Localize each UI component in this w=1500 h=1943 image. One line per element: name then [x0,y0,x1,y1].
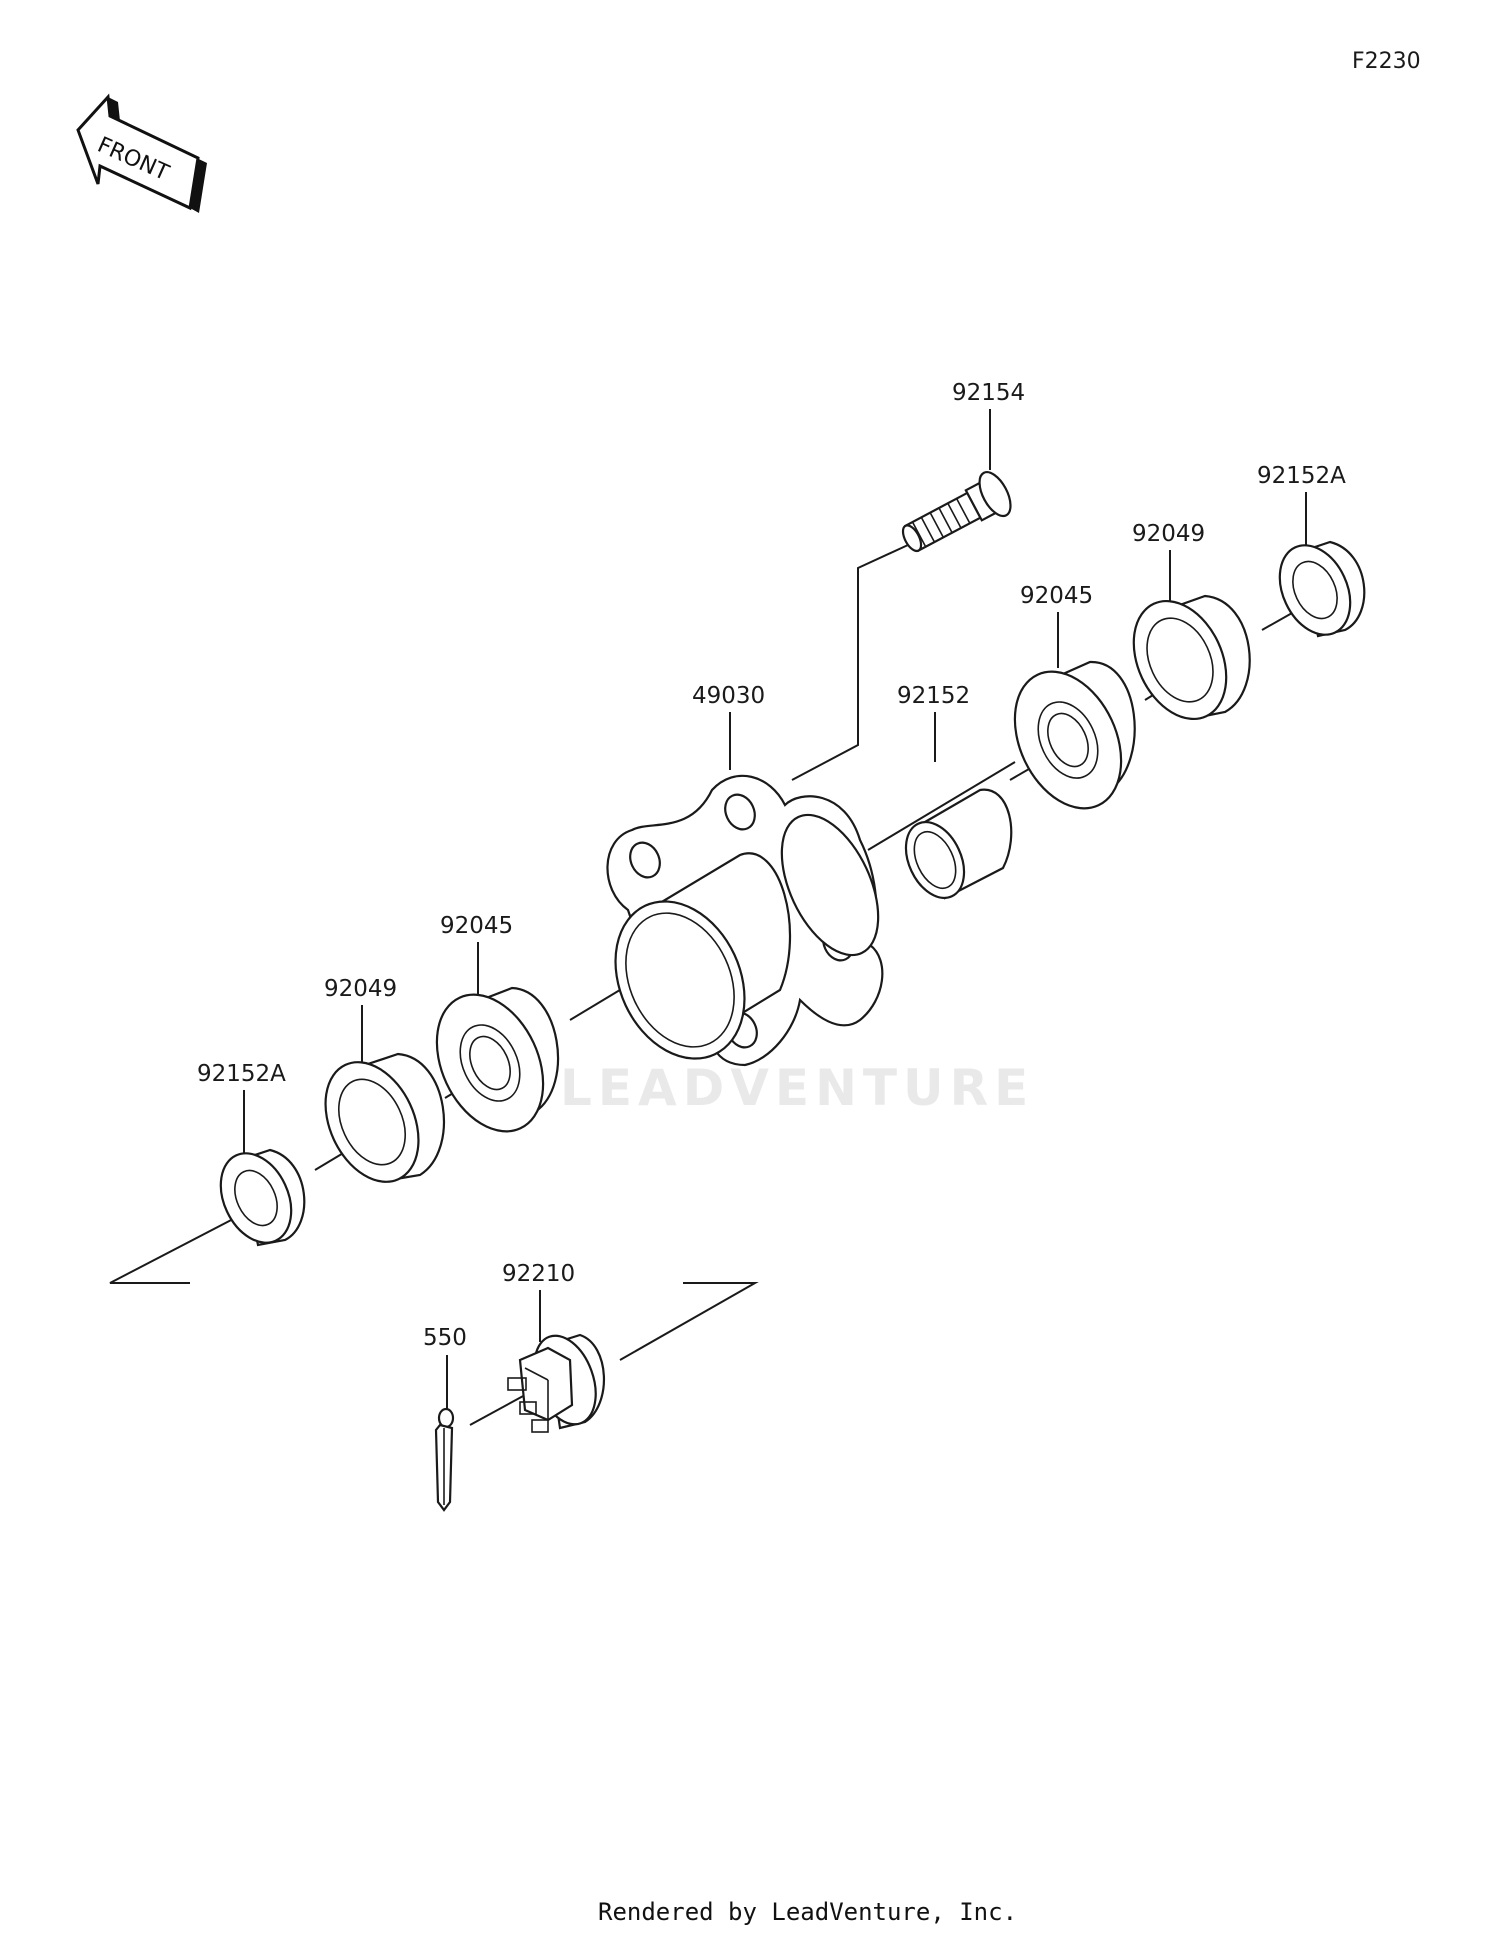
cotter-pin-550[interactable] [434,1407,455,1512]
nut-92210[interactable] [507,1327,607,1433]
label-92045-left[interactable]: 92045 [440,913,513,939]
label-92049-left[interactable]: 92049 [324,976,397,1002]
label-92045-right[interactable]: 92045 [1020,583,1093,609]
label-92049-right[interactable]: 92049 [1132,521,1205,547]
seal-92152A-right[interactable] [1266,534,1366,646]
seal-92152A-left[interactable] [207,1142,306,1254]
label-550[interactable]: 550 [423,1325,467,1351]
spacer-92152[interactable] [895,788,1013,908]
bearing-92045-left[interactable] [416,977,564,1148]
diagram-code: F2230 [1352,49,1421,74]
label-92210[interactable]: 92210 [502,1261,575,1287]
front-arrow-icon: FRONT [76,93,207,213]
label-92152A-right[interactable]: 92152A [1257,463,1346,489]
hub-49030[interactable] [591,774,898,1080]
footer-credit: Rendered by LeadVenture, Inc. [598,1898,1017,1926]
bearing-92045-right[interactable] [994,654,1142,825]
axis-right-end [619,1282,759,1361]
ring-92049-left[interactable] [307,1047,445,1197]
label-49030[interactable]: 49030 [692,683,765,709]
axis-hub-spacer [867,761,1016,851]
bolt-92154[interactable] [895,467,1017,562]
axis-left-end [109,1204,261,1284]
label-92154[interactable]: 92154 [952,380,1025,406]
label-92152A-left[interactable]: 92152A [197,1061,286,1087]
bolt-assembly-line [791,544,909,781]
watermark: LEADVENTURE [560,1059,1034,1117]
axis-pin-nut [469,1394,526,1426]
label-92152[interactable]: 92152 [897,683,970,709]
ring-92049-right[interactable] [1116,586,1251,734]
